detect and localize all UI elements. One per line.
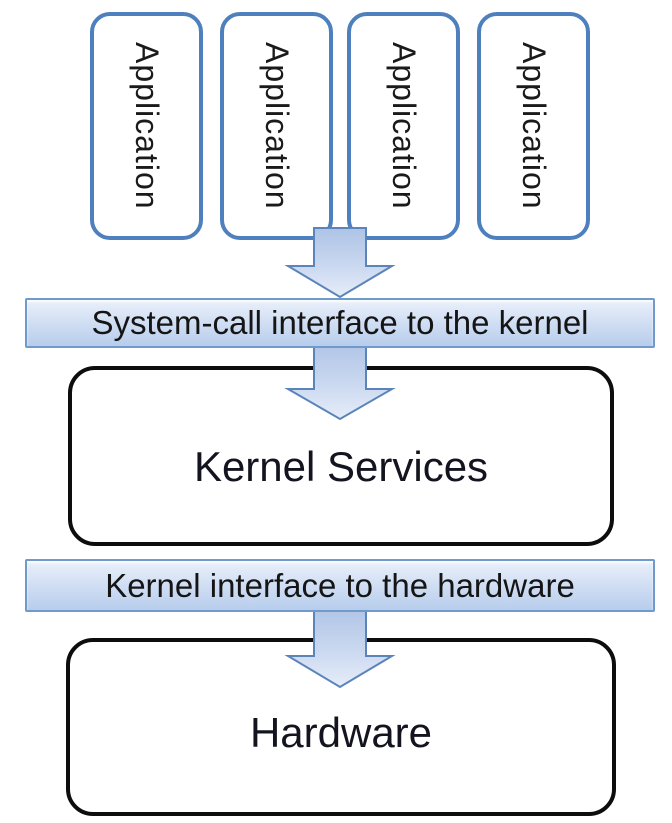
application-label: Application [259,42,295,210]
application-box-1: Application [90,12,203,240]
application-box-3: Application [347,12,460,240]
application-label: Application [129,42,165,210]
kernel-hardware-interface-bar: Kernel interface to the hardware [25,559,655,612]
application-label: Application [516,42,552,210]
application-label: Application [386,42,422,210]
kernel-hardware-interface-label: Kernel interface to the hardware [105,566,575,604]
system-call-interface-label: System-call interface to the kernel [91,304,589,341]
kernel-services-box: Kernel Services [68,366,614,546]
system-call-interface-bar: System-call interface to the kernel [25,298,655,348]
hardware-label: Hardware [249,709,433,756]
application-box-4: Application [477,12,590,240]
application-box-2: Application [220,12,333,240]
hardware-box: Hardware [66,638,616,816]
kernel-services-label: Kernel Services [193,443,489,490]
